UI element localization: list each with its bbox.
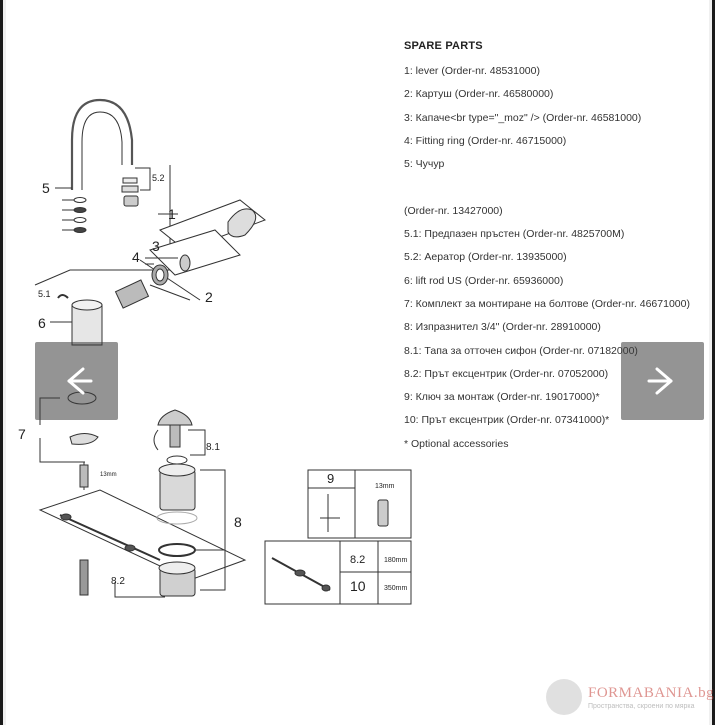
inset-8-2-number: 8.2 <box>350 554 365 566</box>
part-item: 4: Fitting ring (Order-nr. 46715000) <box>404 134 567 147</box>
callout-5-1: 5.1 <box>38 289 51 299</box>
part-item: 5.2: Аератор (Order-nr. 13935000) <box>404 251 567 264</box>
callout-6: 6 <box>38 315 46 331</box>
brand-logo-icon <box>546 679 582 715</box>
callout-5-2: 5.2 <box>152 173 165 183</box>
part-item: 1: lever (Order-nr. 48531000) <box>404 65 540 77</box>
part-item: * Optional accessories <box>404 437 509 450</box>
next-image-button[interactable] <box>621 342 704 420</box>
inset-10-size: 350mm <box>384 585 408 592</box>
part-item <box>404 180 690 203</box>
inset-8-2-size: 180mm <box>384 557 408 564</box>
part-item: 2: Картуш (Order-nr. 46580000) <box>404 88 554 101</box>
inset-9-size: 13mm <box>375 483 395 490</box>
viewer-edge-right <box>712 0 715 725</box>
callout-3: 3 <box>152 238 160 254</box>
callout-1: 1 <box>168 206 176 222</box>
spare-parts-list: 1: lever (Order-nr. 48531000) 2: Картуш … <box>404 64 690 460</box>
callout-4: 4 <box>132 249 140 265</box>
part-item: 8: Изпразнител 3/4" (Order-nr. 28910000) <box>404 321 601 334</box>
callout-5: 5 <box>42 180 50 196</box>
inset-10-number: 10 <box>350 578 366 594</box>
part-item: 5: Чучур <box>404 158 445 171</box>
chevron-left-icon <box>67 367 92 395</box>
viewer-edge-left <box>0 0 3 725</box>
previous-image-button[interactable] <box>35 342 118 420</box>
part-item: 9: Ключ за монтаж (Order-nr. 19017000)* <box>404 391 600 404</box>
chevron-right-icon <box>647 367 672 395</box>
callout-8-2: 8.2 <box>111 576 125 587</box>
part-item: 5.1: Предпазен пръстен (Order-nr. 482570… <box>404 228 625 241</box>
part-item: 8.1: Тапа за отточен сифон (Order-nr. 07… <box>404 344 638 357</box>
callout-2: 2 <box>205 289 213 305</box>
part-item: 6: lift rod US (Order-nr. 65936000) <box>404 274 564 287</box>
part-item: 8.2: Прът ексцентрик (Order-nr. 07052000… <box>404 367 609 380</box>
watermark-brand: FORMABANIA.bg <box>588 684 715 701</box>
callout-8-1: 8.1 <box>206 442 220 453</box>
watermark-tagline: Пространства, скроени по мярка <box>588 702 695 710</box>
callout-8: 8 <box>234 514 242 530</box>
label-13mm: 13mm <box>100 472 117 478</box>
spare-parts-title: SPARE PARTS <box>404 40 483 52</box>
part-item: (Order-nr. 13427000) <box>404 204 503 217</box>
inset-9-number: 9 <box>327 471 334 486</box>
callout-7: 7 <box>18 426 26 442</box>
part-item: 3: Капаче<br type="_moz" /> (Order-nr. 4… <box>404 111 642 124</box>
part-item: 10: Прът ексцентрик (Order-nr. 07341000)… <box>404 414 610 427</box>
part-item: 7: Комплект за монтиране на болтове (Ord… <box>404 297 690 310</box>
watermark: FORMABANIA.bg Пространства, скроени по м… <box>546 679 714 715</box>
